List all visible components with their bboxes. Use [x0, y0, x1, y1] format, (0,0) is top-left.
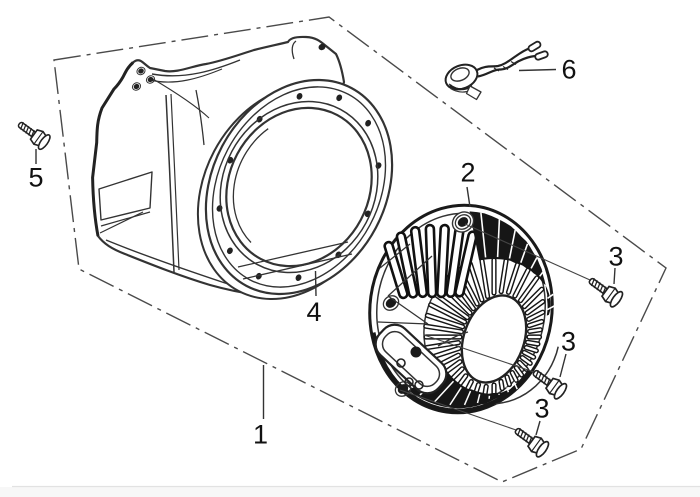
- svg-text:4: 4: [306, 297, 321, 327]
- svg-text:3: 3: [534, 394, 549, 424]
- svg-text:1: 1: [253, 420, 268, 450]
- svg-text:6: 6: [561, 55, 576, 85]
- svg-text:3: 3: [561, 327, 576, 357]
- svg-text:5: 5: [28, 163, 43, 193]
- svg-text:2: 2: [460, 158, 475, 188]
- svg-text:3: 3: [608, 242, 623, 272]
